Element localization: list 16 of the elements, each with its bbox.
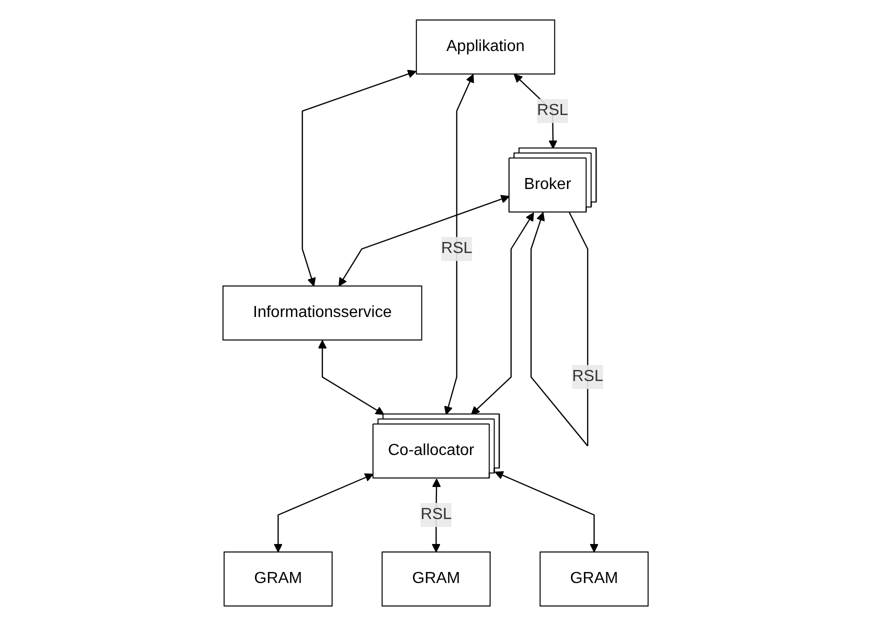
arrow: [302, 70, 417, 286]
arrow: [471, 212, 534, 415]
arrow: [318, 340, 385, 415]
arrow: [444, 74, 474, 415]
node-box: GRAM: [382, 551, 492, 606]
node-box: GRAM: [540, 551, 650, 606]
edge-label: RSL: [421, 506, 452, 523]
arrow: [274, 473, 374, 552]
arrow: [495, 471, 599, 552]
node-box: Informationsservice: [222, 286, 423, 340]
edge-label: RSL: [572, 368, 604, 385]
arrow: [339, 194, 510, 286]
node-box: Applikation: [416, 20, 556, 74]
edge-label: RSL: [442, 240, 473, 257]
edge-label: RSL: [537, 102, 569, 119]
node-box: GRAM: [224, 551, 334, 606]
